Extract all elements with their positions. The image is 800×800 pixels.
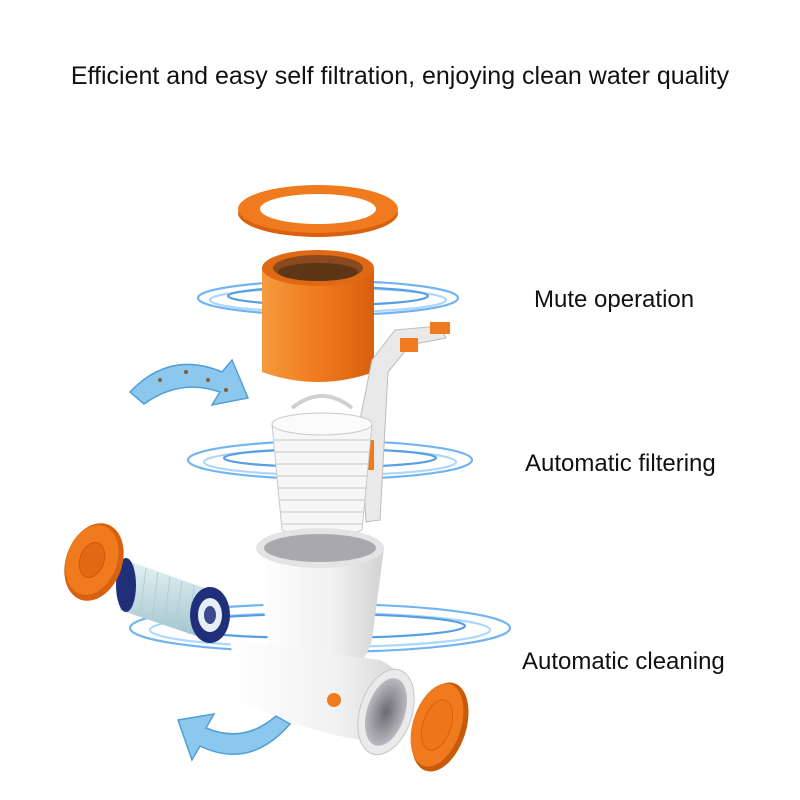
headline: Efficient and easy self filtration, enjo… bbox=[70, 62, 730, 90]
feature-label-automatic-filtering: Automatic filtering bbox=[525, 450, 716, 477]
left-end-cap bbox=[64, 523, 124, 601]
water-arrow-icon bbox=[176, 713, 292, 762]
orange-lid-ring bbox=[238, 185, 398, 237]
feature-label-mute-operation: Mute operation bbox=[534, 286, 695, 313]
cartridge-filter bbox=[116, 558, 230, 643]
filter-basket bbox=[271, 394, 373, 539]
right-end-cap bbox=[410, 682, 469, 772]
pump-body bbox=[230, 528, 415, 756]
water-arrow-icon bbox=[128, 358, 250, 407]
feature-label-automatic-cleaning: Automatic cleaning bbox=[522, 648, 725, 675]
orange-skimmer-housing bbox=[262, 250, 374, 382]
